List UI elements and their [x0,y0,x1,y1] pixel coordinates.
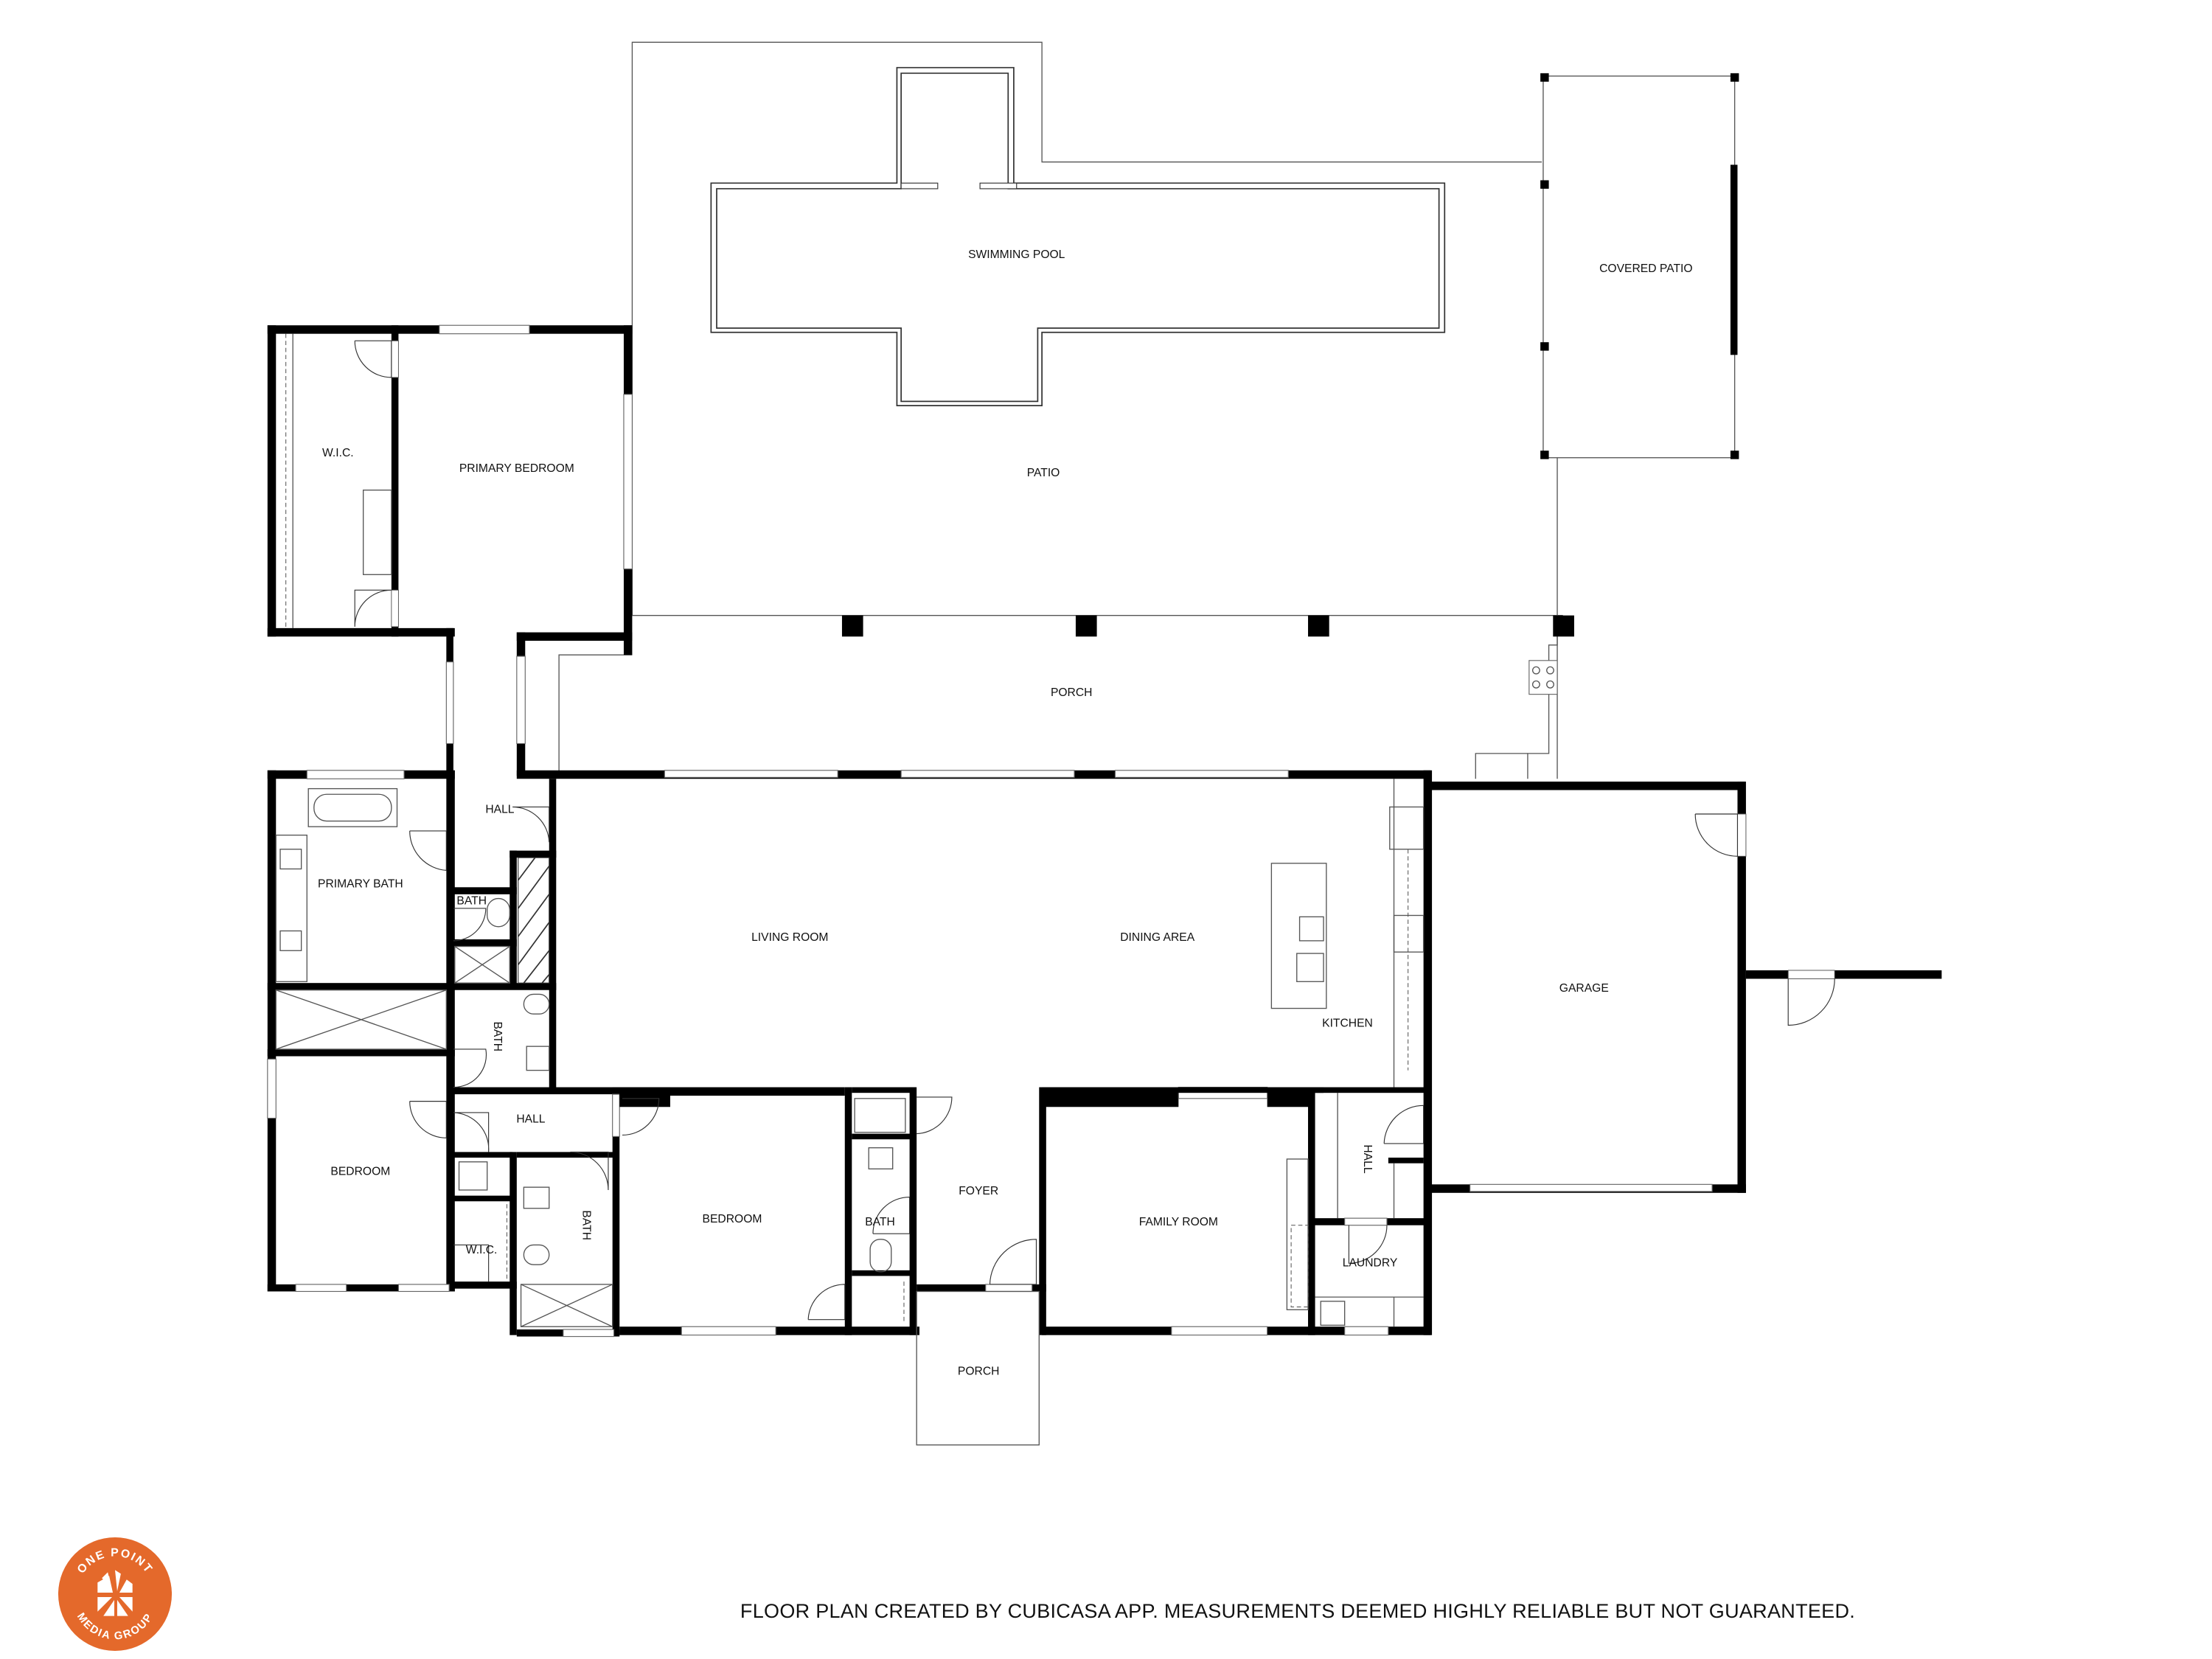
room-label-hall-upper: HALL [485,803,514,815]
room-label-living-room: LIVING ROOM [751,931,828,944]
garage-walls [1430,782,1942,1193]
stove-icon [1393,914,1425,953]
room-label-bedroom-left: BEDROOM [330,1165,390,1178]
room-label-hall-lower: HALL [516,1113,545,1126]
room-label-laundry: LAUNDRY [1343,1256,1398,1269]
room-label-foyer: FOYER [959,1185,998,1197]
house-icon [97,1570,133,1616]
sink-icon [279,849,302,870]
covered-patio: COVERED PATIO [1540,73,1739,459]
room-label-kitchen: KITCHEN [1322,1018,1373,1030]
grill-icon [1528,660,1558,695]
room-label-bath-lower: BATH [580,1210,592,1240]
patio-outline [631,41,1563,779]
room-label-bath-small: BATH [456,895,487,908]
room-label-covered-patio: COVERED PATIO [1599,262,1692,275]
fireplace-hatch [518,857,550,984]
doors [409,806,1425,1321]
sink-icon [1320,1301,1346,1326]
front-porch: PORCH [916,1290,1040,1446]
sink-icon [868,1147,894,1169]
room-label-family-room: FAMILY ROOM [1139,1216,1218,1228]
disclaimer-footer: FLOOR PLAN CREATED BY CUBICASA APP. MEAS… [740,1600,1856,1622]
room-label-hall-right: HALL [1361,1144,1374,1173]
swimming-pool: SWIMMING POOL [710,66,1446,406]
primary-suite-walls [267,324,633,776]
room-label-bedroom-center: BEDROOM [703,1213,762,1225]
room-label-primary-bath: PRIMARY BATH [318,878,403,891]
room-label-wic-small: W.I.C. [466,1244,498,1256]
room-label-patio: PATIO [1027,467,1060,479]
room-label-dining-area: DINING AREA [1120,931,1194,944]
room-label-bath-center: BATH [865,1216,895,1228]
room-label-bath-left: BATH [491,1021,504,1051]
room-label-front-porch: PORCH [958,1365,1000,1377]
sink-icon [279,930,302,951]
sink-icon [1298,916,1324,942]
room-label-swimming-pool: SWIMMING POOL [968,248,1065,261]
room-label-primary-bedroom: PRIMARY BEDROOM [459,462,574,475]
room-labels: HALL PRIMARY BATH BATH LIVING ROOM DININ… [318,803,1398,1269]
rear-porch: PORCH [558,615,1574,779]
kitchen-island [1270,863,1327,1009]
room-label-rear-porch: PORCH [1051,686,1093,699]
main-walls [267,770,1433,1338]
room-label-garage: GARAGE [1559,982,1609,995]
fixtures [275,779,1425,1327]
room-label-primary-wic: W.I.C. [322,447,354,459]
one-point-media-group-logo: ONE POINT MEDIA GROUP [58,1537,173,1652]
